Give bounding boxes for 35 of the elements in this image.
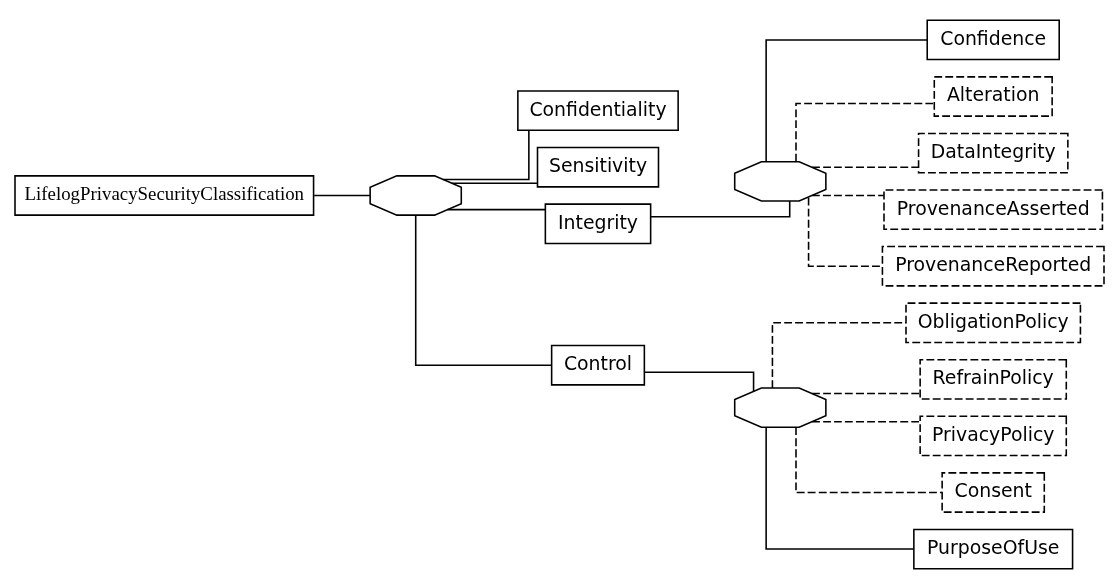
connector — [795, 102, 935, 162]
connector — [811, 194, 885, 196]
connector — [811, 420, 921, 423]
node-box: Confidence — [926, 19, 1060, 60]
connector — [643, 371, 755, 392]
connector — [414, 214, 553, 366]
node-box: DataIntegrity — [917, 132, 1069, 173]
connector — [313, 194, 371, 196]
connector — [450, 181, 538, 184]
node-box: RefrainPolicy — [919, 358, 1068, 400]
connector — [446, 208, 546, 210]
connector — [765, 426, 915, 550]
node-box: Consent — [941, 471, 1046, 513]
connector — [442, 129, 530, 180]
node-octagon — [733, 386, 827, 428]
node-box: ProvenanceAsserted — [883, 188, 1104, 230]
connector — [807, 196, 883, 267]
node-box: Control — [550, 344, 646, 386]
node-box: Confidentiality — [517, 89, 679, 131]
node-box: ObligationPolicy — [905, 301, 1082, 343]
node-octagon — [369, 174, 463, 216]
node-box: PrivacyPolicy — [919, 415, 1068, 456]
node-box: LifelogPrivacySecurityClassification — [14, 174, 315, 216]
node-box: Alteration — [933, 75, 1053, 117]
node-box: Sensitivity — [536, 146, 660, 188]
connector — [811, 392, 921, 394]
connector — [650, 199, 791, 217]
node-box: ProvenanceReported — [881, 245, 1105, 287]
node-octagon — [733, 160, 827, 202]
node-box: PurposeOfUse — [913, 528, 1074, 569]
connector — [795, 426, 943, 493]
connector — [771, 321, 907, 389]
connector — [811, 165, 920, 168]
connector — [765, 38, 928, 162]
node-box: Integrity — [544, 202, 652, 244]
